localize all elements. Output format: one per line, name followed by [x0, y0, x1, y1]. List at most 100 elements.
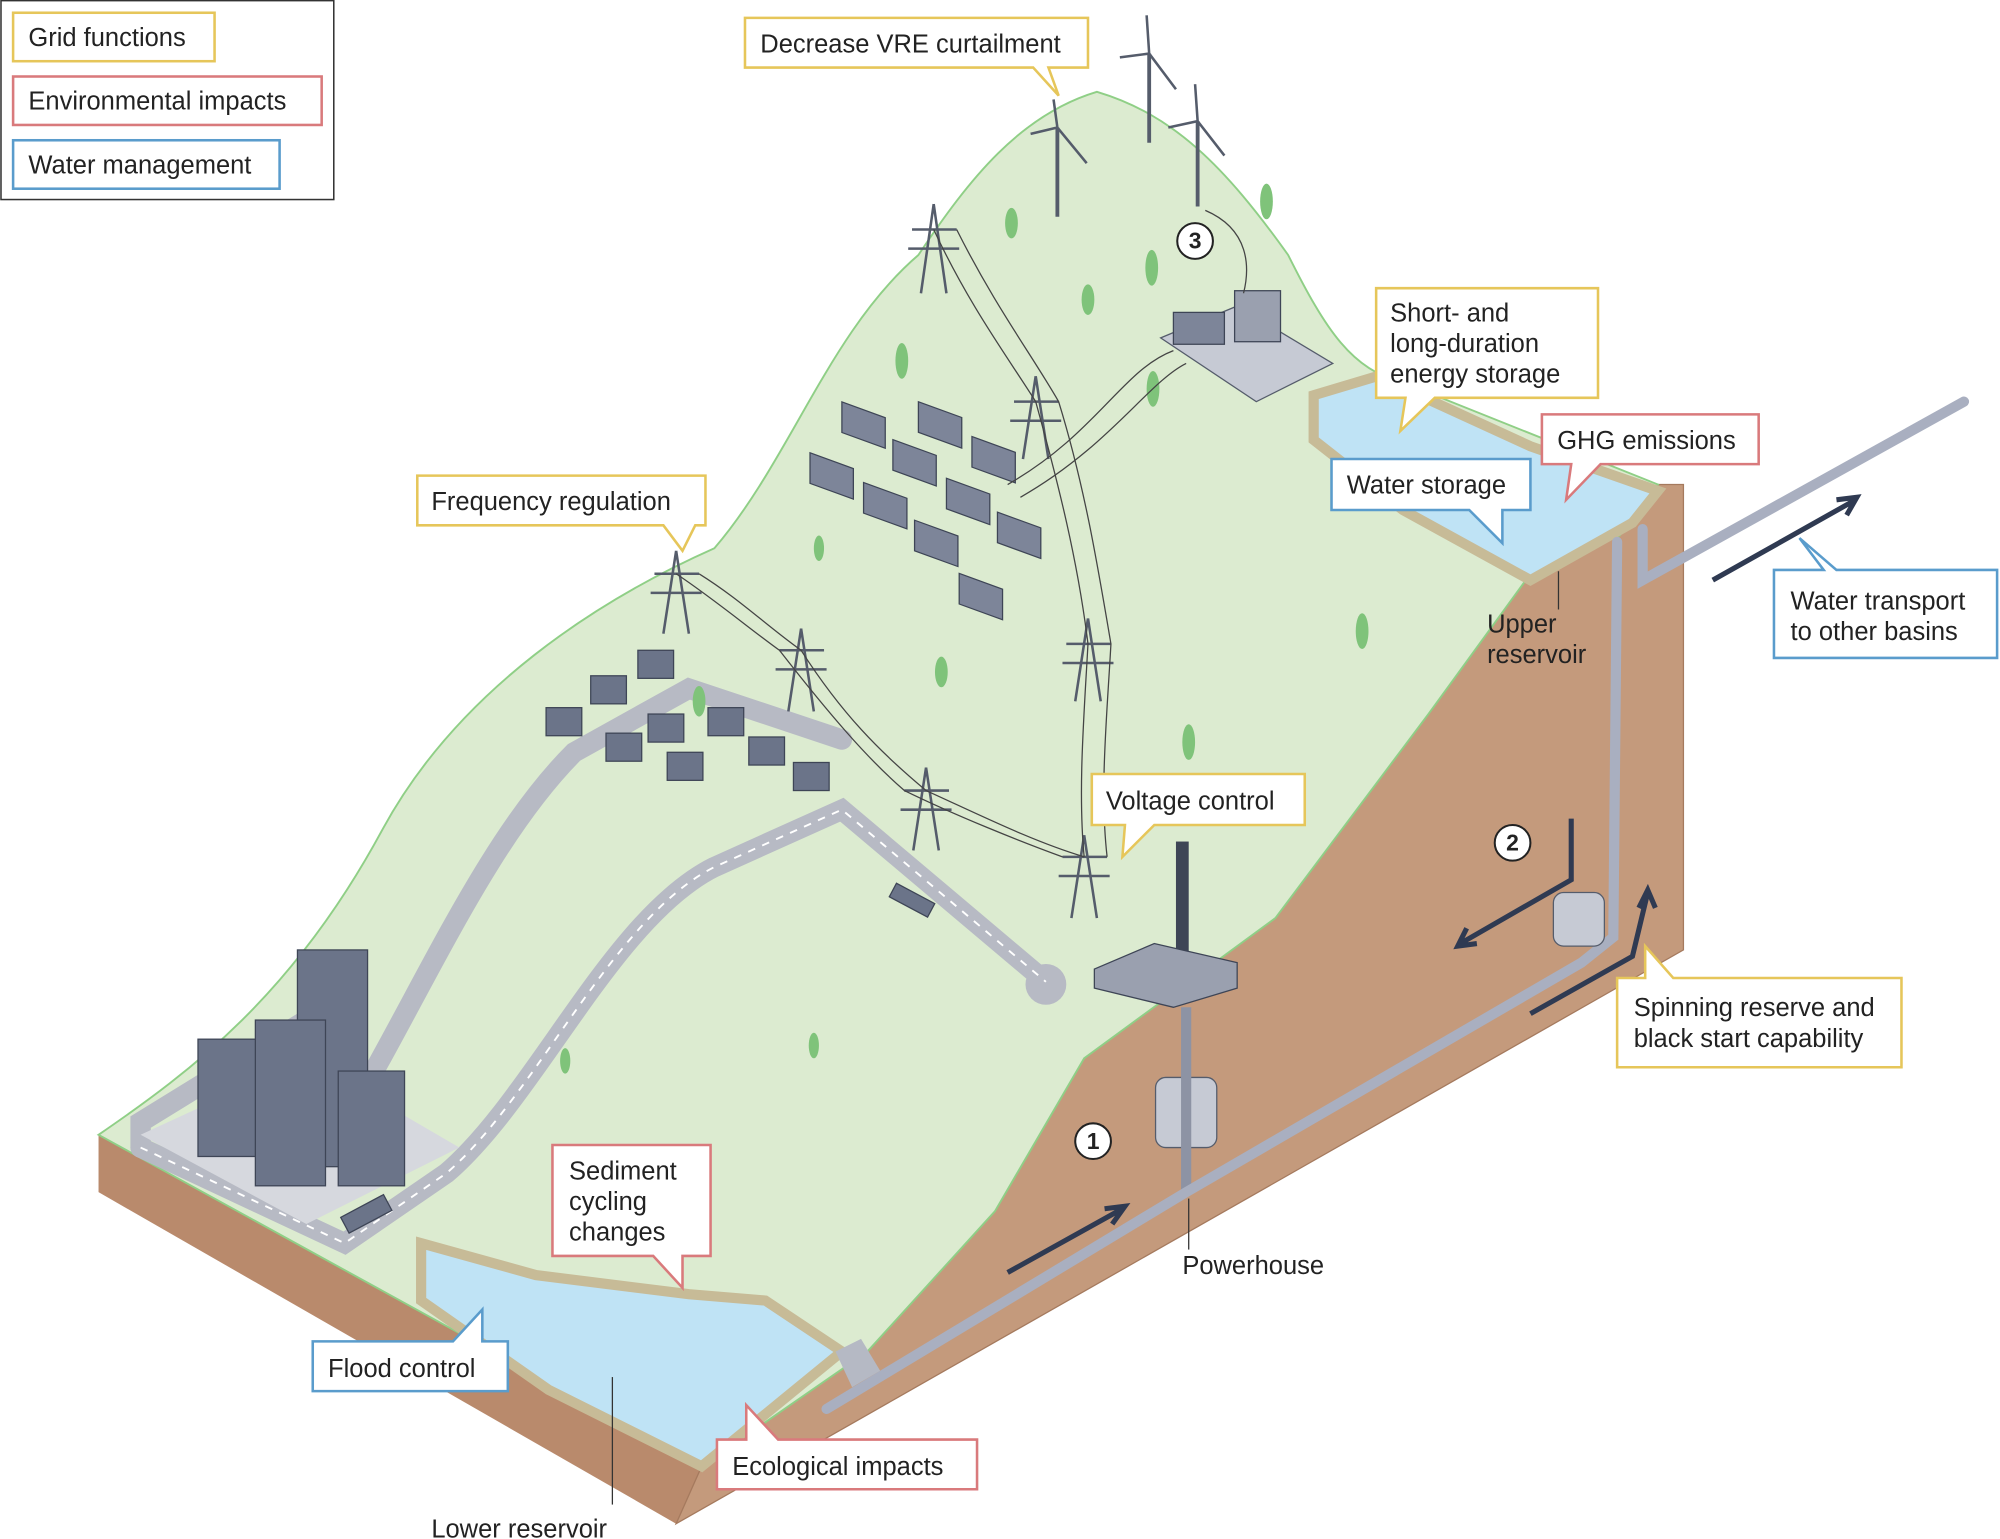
house-icon: [590, 675, 628, 705]
pylon-icon: [900, 767, 952, 851]
tree-icon: [1260, 183, 1273, 220]
front-soil-face: [98, 1134, 702, 1524]
legend-item-grid-functions: Grid functions: [11, 11, 216, 63]
svg-text:Voltage control: Voltage control: [1106, 788, 1275, 816]
callout-flood-control: Flood control: [311, 1306, 510, 1393]
callout-ghg-emissions: GHG emissions: [1540, 413, 1760, 504]
callout-sediment-cycling: Sediment cycling changes: [551, 1143, 712, 1292]
tree-icon: [1081, 284, 1095, 315]
upper-reservoir-label: Upper: [1487, 610, 1557, 638]
chimney-icon: [1175, 841, 1189, 963]
svg-text:Grid functions: Grid functions: [28, 24, 185, 52]
svg-text:Water storage: Water storage: [1347, 471, 1506, 499]
svg-text:Water transport: Water transport: [1791, 587, 1966, 615]
solar-panel-icon: [996, 511, 1042, 560]
svg-text:long-duration: long-duration: [1390, 330, 1539, 358]
svg-text:Spinning reserve and: Spinning reserve and: [1634, 994, 1875, 1022]
dam-icon: [835, 1338, 881, 1388]
house-icon: [666, 751, 704, 781]
wind-turbine-icon: [1119, 15, 1177, 143]
tree-icon: [813, 535, 825, 562]
svg-text:energy storage: energy storage: [1390, 361, 1560, 389]
solar-panel-icon: [913, 519, 959, 568]
tree-icon: [808, 1032, 819, 1059]
svg-text:1: 1: [1087, 1128, 1100, 1154]
solar-panel-icon: [892, 438, 937, 487]
upper-reservoir-label-2: reservoir: [1487, 641, 1587, 669]
callout-ecological-impacts: Ecological impacts: [715, 1401, 979, 1491]
svg-text:Decrease VRE curtailment: Decrease VRE curtailment: [760, 30, 1060, 58]
tree-icon: [560, 1048, 571, 1074]
legend-item-water-management: Water management: [11, 138, 281, 190]
callout-water-transport: Water transport to other basins: [1772, 537, 1999, 660]
roads: [130, 677, 1067, 1255]
marker-2: 2: [1493, 823, 1532, 862]
solar-panel-icon: [917, 400, 963, 449]
house-icon: [748, 736, 786, 766]
arrow-up-right-icon: [1006, 1202, 1131, 1275]
substation-icon: [1159, 290, 1335, 403]
arrow-up-icon: [1529, 883, 1658, 1016]
tree-icon: [1005, 207, 1018, 239]
tree-icon: [692, 685, 706, 717]
arrow-transport-icon: [1711, 494, 1862, 583]
pump-turbine-icon: [1552, 891, 1606, 947]
tree-icon: [1355, 613, 1369, 650]
svg-text:cycling: cycling: [569, 1188, 647, 1216]
house-icon: [605, 732, 643, 762]
tree-icon: [1182, 724, 1196, 760]
svg-text:Ecological impacts: Ecological impacts: [732, 1453, 943, 1481]
wind-turbine-icon: [1030, 99, 1088, 217]
house-icon: [707, 707, 745, 737]
svg-text:Environmental impacts: Environmental impacts: [28, 88, 286, 116]
svg-text:3: 3: [1189, 228, 1202, 254]
marker-1: 1: [1074, 1122, 1112, 1161]
powerhouse-structure: [821, 396, 1970, 1415]
trees: [560, 183, 1369, 1074]
solar-farm: [809, 400, 1042, 621]
transfer-pipe: [1637, 396, 1970, 589]
svg-text:Water management: Water management: [28, 151, 251, 179]
pylon-icon: [1062, 618, 1114, 702]
svg-text:black start capability: black start capability: [1634, 1025, 1864, 1053]
callout-decrease-vre: Decrease VRE curtailment: [743, 16, 1090, 97]
solar-panel-icon: [971, 435, 1016, 484]
solar-panel-icon: [809, 451, 855, 501]
svg-text:2: 2: [1506, 829, 1519, 855]
city-buildings: [140, 882, 936, 1234]
callout-water-storage: Water storage: [1330, 457, 1532, 547]
solar-panel-icon: [958, 572, 1004, 621]
arrow-down-left-icon: [1453, 818, 1574, 950]
tree-icon: [1145, 249, 1159, 286]
legend-item-environmental-impacts: Environmental impacts: [11, 75, 323, 127]
svg-text:GHG emissions: GHG emissions: [1557, 427, 1736, 455]
svg-text:Sediment: Sediment: [569, 1157, 677, 1185]
callout-energy-storage: Short- and long-duration energy storage: [1374, 286, 1600, 435]
transmission-lines: [650, 203, 1248, 919]
svg-text:changes: changes: [569, 1219, 665, 1247]
houses: [545, 649, 830, 792]
svg-text:Short- and: Short- and: [1390, 299, 1509, 327]
house-icon: [792, 761, 830, 792]
svg-text:Flood control: Flood control: [328, 1355, 475, 1383]
tree-icon: [934, 656, 948, 688]
plain-labels: Upper reservoir Lower reservoir Powerhou…: [431, 571, 1587, 1539]
pylon-icon: [1010, 375, 1062, 460]
svg-text:Frequency regulation: Frequency regulation: [431, 488, 671, 516]
marker-3: 3: [1176, 222, 1214, 260]
building-icon: [254, 1019, 327, 1187]
tree-icon: [895, 342, 909, 379]
callout-voltage-control: Voltage control: [1090, 772, 1307, 861]
pylon-icon: [1058, 834, 1110, 919]
pylon-icon: [908, 203, 960, 294]
callout-spinning-reserve: Spinning reserve and black start capabil…: [1615, 942, 1903, 1069]
lower-reservoir-label: Lower reservoir: [431, 1516, 607, 1539]
svg-text:to other basins: to other basins: [1791, 618, 1958, 646]
house-icon: [637, 649, 675, 679]
penstock-pipe: [821, 536, 1623, 1415]
flow-arrows: [1006, 494, 1862, 1275]
powerhouse-label: Powerhouse: [1182, 1252, 1324, 1280]
wind-turbines: [1030, 15, 1226, 217]
building-icon: [197, 1038, 260, 1158]
